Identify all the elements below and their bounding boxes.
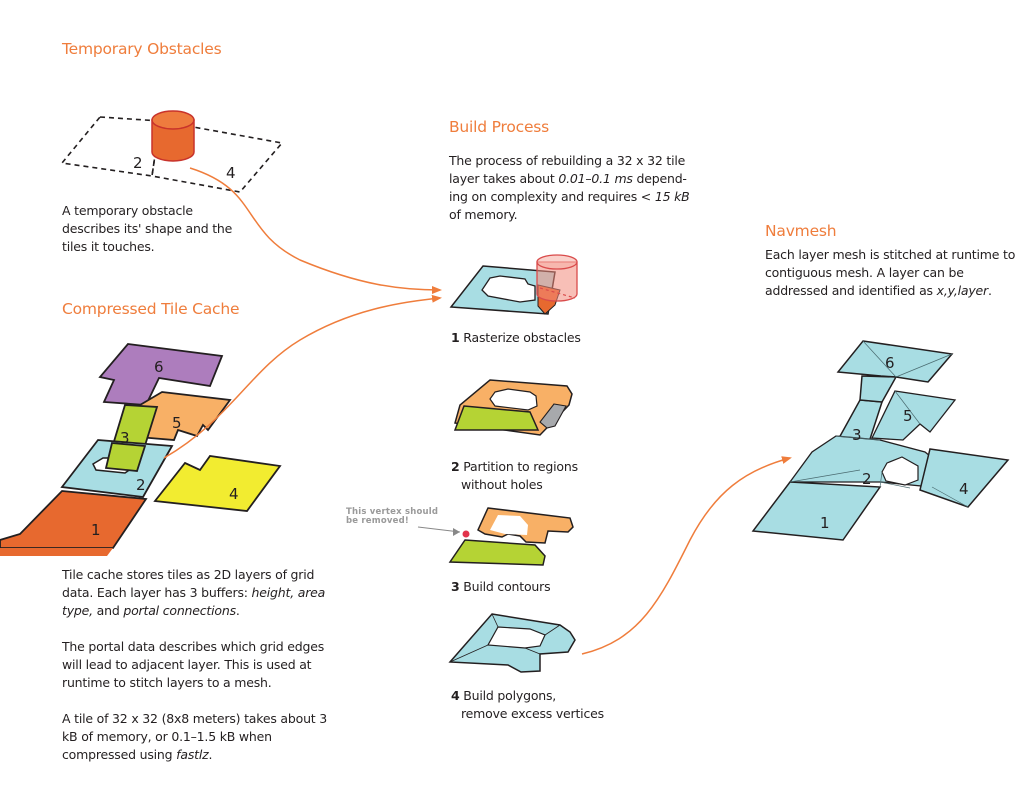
temporary-obstacle-diagram: 2 4 <box>60 110 284 193</box>
tile-cache-paragraph-1: Tile cache stores tiles as 2D layers of … <box>62 567 326 618</box>
tile-cache-paragraph-3: A tile of 32 x 32 (8x8 meters) takes abo… <box>62 711 328 762</box>
navmesh-layer-3-top <box>859 375 898 403</box>
layer-label-1: 1 <box>91 521 101 539</box>
navmesh-label-5: 5 <box>903 407 913 425</box>
step-1-illustration <box>449 254 578 315</box>
navmesh-label-3: 3 <box>852 426 862 444</box>
layer-label-3: 3 <box>120 429 130 447</box>
step-3-label: 3 Build contours <box>451 579 551 594</box>
step-2-illustration <box>453 379 573 436</box>
navmesh-label-4: 4 <box>959 480 969 498</box>
layer-4 <box>153 455 282 512</box>
build-process-title: Build Process <box>449 118 550 136</box>
arrow-build-to-navmesh <box>581 456 792 655</box>
layer-1 <box>0 490 148 549</box>
tile-label-2: 2 <box>133 154 143 172</box>
navmesh-illustration: 6 5 3 2 4 1 <box>751 340 1010 541</box>
navmesh-layer-4 <box>919 448 1010 508</box>
step-1-label: 1 Rasterize obstacles <box>451 330 581 345</box>
tile-cache-layers: 6 5 3 2 4 1 <box>0 343 282 556</box>
navmesh-layer-1 <box>751 481 882 541</box>
arrow-obstacle-to-build <box>189 167 442 294</box>
navmesh-title: Navmesh <box>765 222 837 240</box>
navmesh-description: Each layer mesh is stitched at runtime t… <box>765 247 1016 298</box>
arrow-tilecache-to-build <box>163 294 442 459</box>
navmesh-label-2: 2 <box>862 470 872 488</box>
navmesh-label-6: 6 <box>885 354 895 372</box>
temporary-obstacles-title: Temporary Obstacles <box>62 40 222 58</box>
removable-vertex-marker <box>462 530 470 538</box>
step-4-illustration <box>448 613 576 673</box>
layer-3-front <box>104 442 147 472</box>
tile-4-outline <box>151 120 284 193</box>
layer-label-2: 2 <box>136 476 146 494</box>
tile-label-4: 4 <box>226 164 236 182</box>
layer-label-4: 4 <box>229 485 239 503</box>
navmesh-label-1: 1 <box>820 514 830 532</box>
step-4-label: 4 Build polygons,remove excess vertices <box>451 688 604 721</box>
build-process-description: The process of rebuilding a 32 x 32 tile… <box>449 153 690 222</box>
tile-cache-paragraph-2: The portal data describes which grid edg… <box>62 639 325 690</box>
tile-2-outline <box>60 116 161 177</box>
layer-label-5: 5 <box>172 414 182 432</box>
compressed-tile-cache-title: Compressed Tile Cache <box>62 300 240 318</box>
temporary-obstacles-description: A temporary obstacle describes its' shap… <box>62 203 233 254</box>
obstacle-cylinder <box>151 110 195 162</box>
layer-label-6: 6 <box>154 358 164 376</box>
step-3-illustration <box>417 507 574 566</box>
